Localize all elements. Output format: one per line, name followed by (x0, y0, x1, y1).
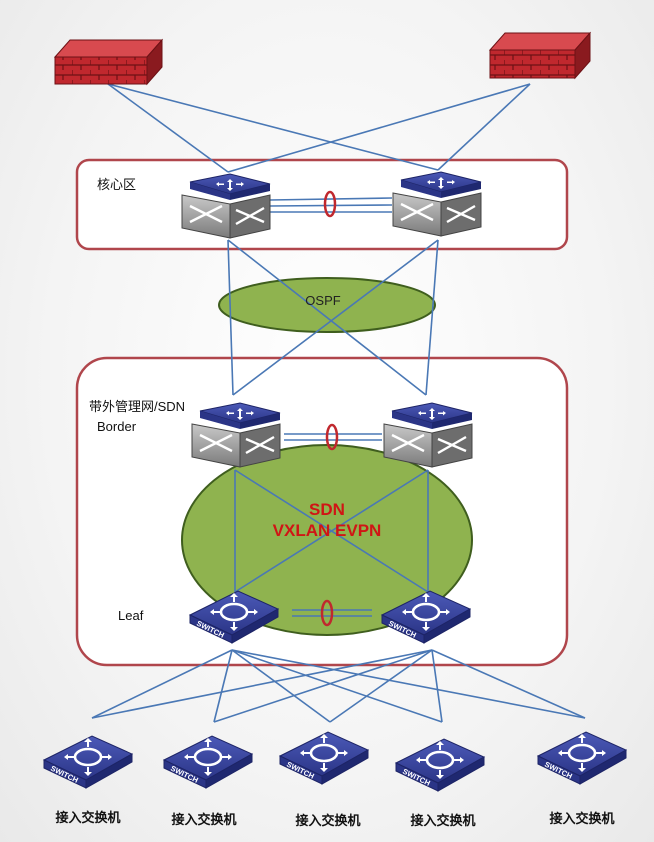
ospf-cloud (218, 277, 436, 333)
core-lag-oval (323, 190, 337, 218)
leaf-label: Leaf (118, 608, 144, 623)
oob-zone-label: 带外管理网/SDN (89, 399, 186, 414)
access-switch-4-icon (394, 737, 486, 793)
sdn-label: SDN (309, 500, 345, 519)
firewall-right-icon (488, 31, 592, 80)
border-lag-oval (325, 423, 339, 451)
access-switch-5-label: 接入交换机 (549, 811, 615, 826)
ospf-label: OSPF (305, 293, 341, 308)
access-switch-3-label: 接入交换机 (295, 813, 361, 828)
core-zone-label: 核心区 (97, 177, 137, 192)
border-switch-right-icon (382, 401, 474, 469)
access-switch-2-label: 接入交换机 (171, 812, 237, 827)
core-zone-box (75, 158, 569, 251)
access-switch-2-icon (162, 734, 254, 790)
core-switch-right-icon (391, 170, 483, 238)
access-switch-1-icon (42, 734, 134, 790)
leaf-lag-oval (320, 599, 334, 627)
firewall-left-icon (53, 38, 164, 86)
links (91, 83, 586, 723)
access-switch-1-label: 接入交换机 (55, 810, 121, 825)
core-switch-left-icon (180, 172, 272, 240)
access-switch-3-icon (278, 730, 370, 786)
access-switch-5-icon (536, 730, 628, 786)
border-switch-left-icon (190, 401, 282, 469)
border-label: Border (97, 419, 137, 434)
vxlan-evpn-label: VXLAN EVPN (272, 521, 382, 540)
access-switch-4-label: 接入交换机 (410, 813, 476, 828)
